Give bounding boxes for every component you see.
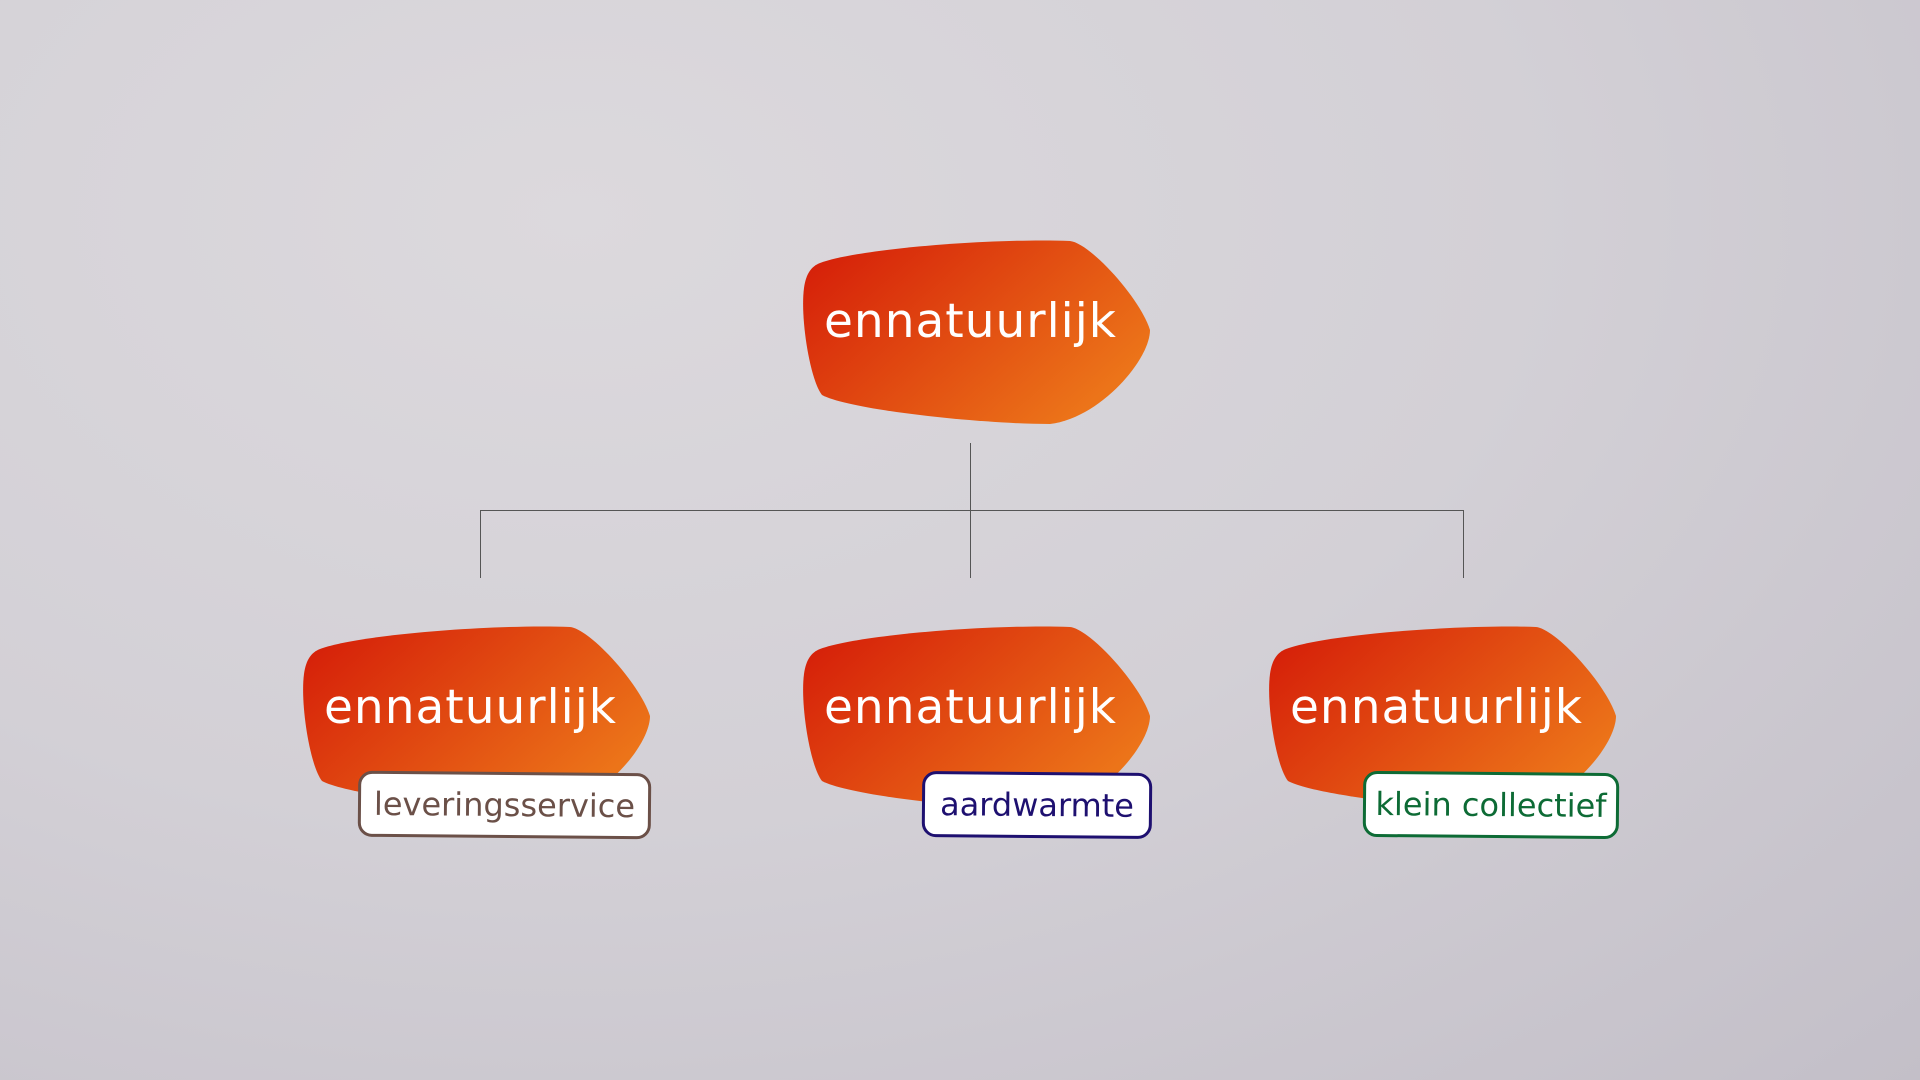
tag-klein-collectief: klein collectief [1362,770,1620,840]
connector-left [480,510,481,578]
child-label: ennatuurlijk [823,679,1117,735]
root-node: ennatuurlijk [800,238,1151,424]
child-label: ennatuurlijk [323,679,617,735]
tag-leveringsservice: leveringsservice [357,770,652,840]
child-node-2: ennatuurlijk [800,624,1151,810]
root-label: ennatuurlijk [823,293,1117,349]
child-node-1: ennatuurlijk [300,624,651,810]
tag-aardwarmte: aardwarmte [921,770,1153,840]
connector-right [1463,510,1464,578]
connector-horizontal [480,510,1464,511]
child-label: ennatuurlijk [1289,679,1583,735]
child-node-3: ennatuurlijk [1266,624,1617,810]
